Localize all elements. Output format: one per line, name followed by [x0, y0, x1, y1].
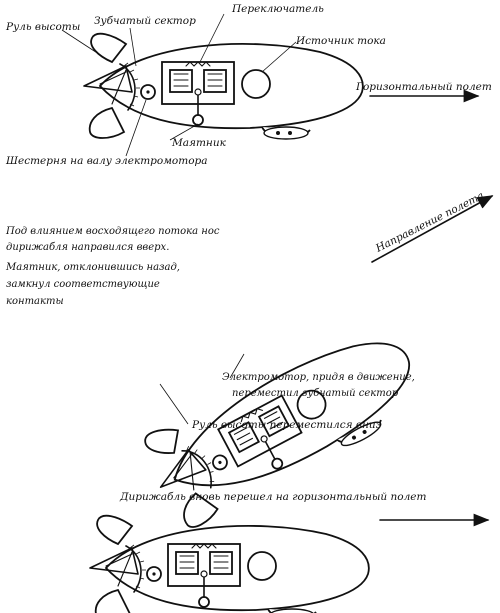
panel-horizontal-flight: Руль высоты Зубчатый сектор Переключател… — [5, 3, 492, 167]
leader-power — [261, 41, 297, 73]
caption-line-3: Маятник, отклонившись назад, — [5, 262, 180, 273]
caption-back-horizontal: Дирижабль вновь перешел на горизонтальны… — [119, 491, 426, 503]
leader-motor — [229, 353, 245, 379]
label-elevator-down: Руль высоты переместился вниз — [191, 419, 382, 431]
leader-switch — [199, 13, 225, 63]
label-flight-direction: Направление полета — [373, 190, 486, 255]
caption-line-4: замкнул соответствующие — [6, 279, 160, 290]
caption-line-5: контакты — [6, 296, 64, 307]
caption-line-2: дирижабля направился вверх. — [6, 242, 169, 253]
panel-back-to-horizontal: Дирижабль вновь перешел на горизонтальны… — [89, 491, 490, 613]
label-pendulum: Маятник — [171, 137, 227, 149]
label-elevator: Руль высоты — [5, 21, 80, 33]
label-power-source: Источник тока — [295, 35, 386, 47]
label-motor-line-2: переместил зубчатый сектор — [232, 388, 399, 399]
label-horizontal-flight: Горизонтальный полет — [355, 81, 492, 93]
leader-sector — [129, 27, 137, 67]
leader-elevator — [61, 29, 109, 61]
label-motor-gear: Шестерня на валу электромотора — [5, 155, 208, 167]
leader-gear — [125, 99, 147, 157]
leader-elevator-down — [159, 383, 189, 425]
leader-pendulum — [169, 123, 199, 141]
flight-arrow-2 — [371, 195, 494, 263]
airship-1 — [83, 32, 364, 140]
label-toothed-sector: Зубчатый сектор — [94, 15, 196, 27]
caption-line-1: Под влиянием восходящего потока нос — [5, 226, 220, 237]
label-motor-line-1: Электромотор, придя в движение, — [222, 372, 415, 383]
panel-nose-up: Под влиянием восходящего потока нос дири… — [5, 190, 494, 535]
label-switch: Переключатель — [231, 3, 324, 15]
airship-3 — [89, 514, 370, 613]
